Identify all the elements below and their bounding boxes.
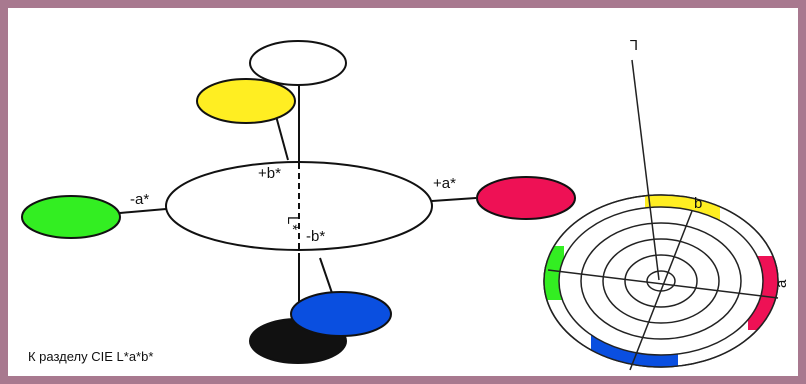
plus-a-label: +a* — [433, 175, 456, 192]
yellow-ellipse — [197, 79, 295, 123]
minus-b-label: -b* — [306, 228, 325, 245]
cielab-diagram: +b* -b* +a* -a* L* К разделу CIE L*a*b* — [8, 8, 798, 376]
white-ellipse — [250, 41, 346, 85]
caption: К разделу CIE L*a*b* — [28, 349, 153, 364]
wheel-green-segment — [528, 246, 564, 300]
wheel-a-label: a — [773, 279, 790, 288]
wheel-ring-outer — [544, 195, 778, 367]
yellow-connector — [276, 116, 288, 160]
green-connector — [120, 209, 166, 213]
minus-a-label: -a* — [130, 191, 149, 208]
diagram-frame: +b* -b* +a* -a* L* К разделу CIE L*a*b* — [8, 8, 798, 376]
red-connector — [432, 198, 476, 201]
wheel-b-label: b — [694, 195, 702, 212]
l-axis-label: L* — [284, 216, 301, 230]
wheel-l-label: L — [630, 36, 638, 53]
blue-connector — [320, 258, 332, 293]
green-ellipse — [22, 196, 120, 238]
blue-ellipse — [291, 292, 391, 336]
red-ellipse — [477, 177, 575, 219]
plus-b-label: +b* — [258, 165, 281, 182]
